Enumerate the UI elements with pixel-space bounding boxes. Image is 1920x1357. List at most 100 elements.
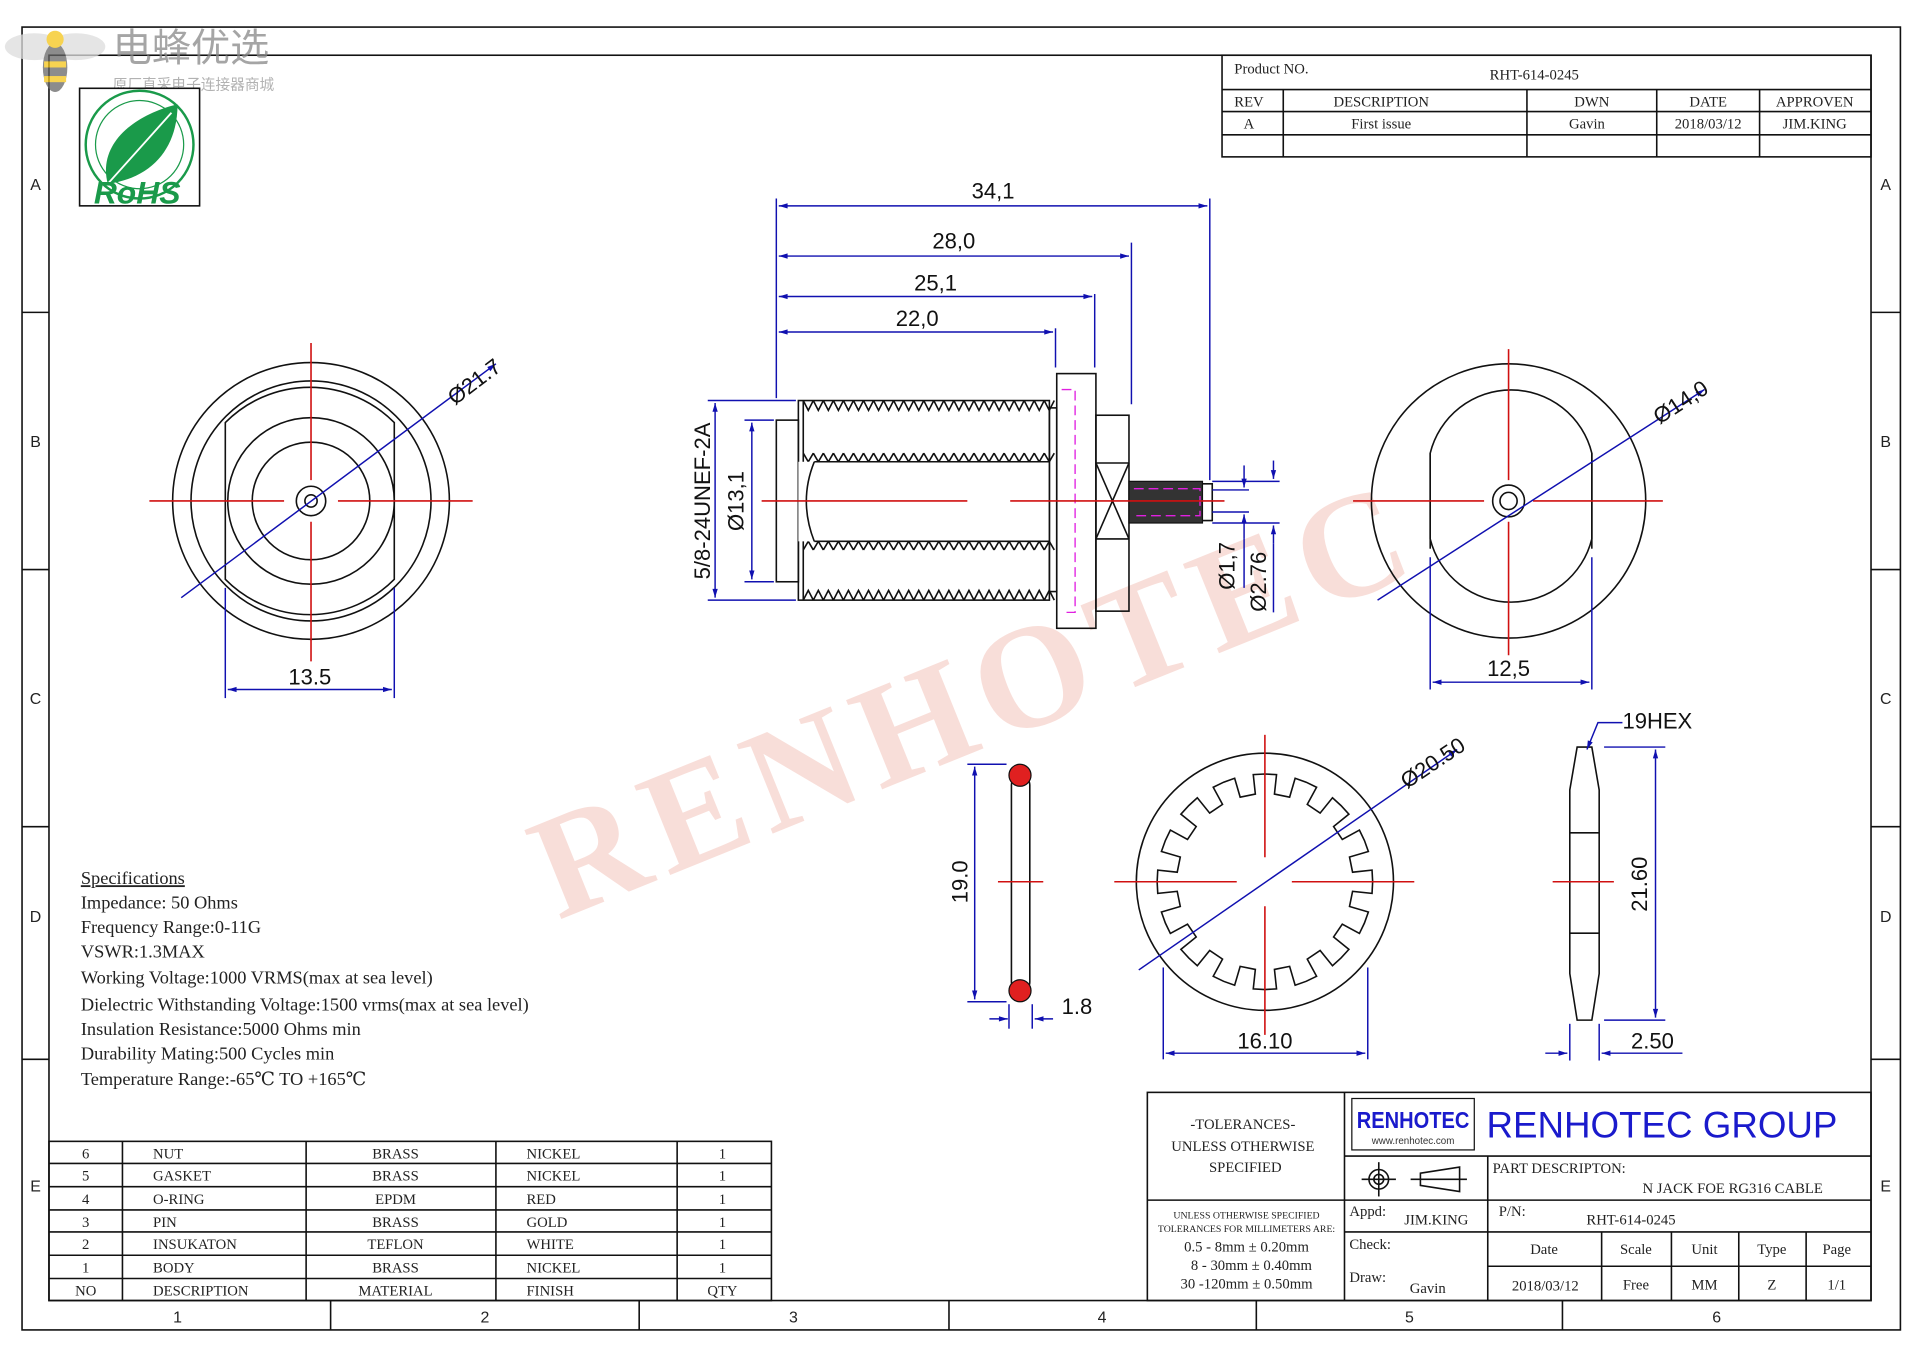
company-title-block: -TOLERANCES- UNLESS OTHERWISE SPECIFIED … — [1146, 1091, 1872, 1302]
bom-cell: BRASS — [372, 1169, 419, 1185]
zone-col: 1 — [173, 1310, 182, 1327]
bom-cell: GASKET — [153, 1169, 211, 1185]
meta-value-scale: Free — [1623, 1278, 1650, 1294]
bom-cell: WHITE — [527, 1237, 574, 1253]
rev-value: A — [1244, 117, 1255, 133]
front-view: Ø21.7 13.5 — [149, 342, 506, 699]
tolerance-note: UNLESS OTHERWISE SPECIFIED — [1173, 1210, 1319, 1221]
oring-height-label: 19.0 — [947, 860, 972, 903]
projection-symbol-icon — [1361, 1162, 1467, 1197]
meta-value-date: 2018/03/12 — [1512, 1279, 1579, 1295]
bom-cell: RED — [527, 1192, 557, 1208]
bom-header-cell: MATERIAL — [358, 1284, 432, 1300]
approven-header: APPROVEN — [1776, 95, 1854, 111]
tolerances-line3: SPECIFIED — [1209, 1160, 1282, 1176]
draw-label: Draw: — [1349, 1270, 1386, 1286]
oring-width-label: 1.8 — [1062, 994, 1093, 1019]
meta-header-type: Type — [1757, 1242, 1787, 1258]
bom-cell: TEFLON — [367, 1237, 424, 1253]
part-desc-label: PART DESCRIPTON: — [1493, 1161, 1626, 1177]
pin-dia-label: Ø1,7 — [1214, 542, 1239, 590]
length-28-label: 28,0 — [932, 229, 975, 254]
zone-row-right: A — [1880, 177, 1891, 194]
spec-line: VSWR:1.3MAX — [81, 942, 205, 962]
product-no: RHT-614-0245 — [1490, 68, 1579, 84]
bom-cell: 1 — [719, 1169, 726, 1185]
zone-col: 6 — [1712, 1310, 1721, 1327]
zone-row-right: D — [1880, 909, 1892, 926]
bom-cell: BRASS — [372, 1260, 419, 1276]
spec-line: Dielectric Withstanding Voltage:1500 vrm… — [81, 994, 529, 1015]
length-22-label: 22,0 — [896, 306, 939, 331]
revision-block: Product NO. RHT-614-0245 REV DESCRIPTION… — [1221, 54, 1872, 158]
bom-cell: BRASS — [372, 1147, 419, 1163]
zone-col: 4 — [1098, 1310, 1107, 1327]
spec-line: Frequency Range:0-11G — [81, 917, 261, 937]
approven-value: JIM.KING — [1783, 117, 1847, 133]
washer-view: Ø20.50 16.10 — [1114, 732, 1470, 1060]
dwn-value: Gavin — [1569, 117, 1606, 133]
front-dia-label: Ø21.7 — [443, 354, 506, 410]
rev-header: REV — [1234, 95, 1264, 111]
meta-value-page: 1/1 — [1827, 1278, 1846, 1294]
washer-width-label: 16.10 — [1237, 1028, 1292, 1053]
bom-header-cell: QTY — [707, 1284, 738, 1300]
bom-cell: 1 — [719, 1215, 726, 1231]
leaf-icon — [105, 104, 178, 184]
meta-header-page: Page — [1822, 1242, 1851, 1258]
bom-cell: EPDM — [375, 1192, 416, 1208]
zone-labels: A B C D E A B C D E 1 2 3 4 5 6 — [30, 177, 1892, 1327]
bom-cell: GOLD — [527, 1215, 568, 1231]
dia-276-label: Ø2.76 — [1246, 552, 1271, 612]
pn-value: RHT-614-0245 — [1586, 1213, 1675, 1229]
zone-row-left: C — [30, 691, 41, 708]
check-label: Check: — [1349, 1237, 1391, 1253]
bom-header-cell: DESCRIPTION — [153, 1284, 249, 1300]
front-width-label: 13.5 — [288, 665, 331, 690]
length-34-label: 34,1 — [972, 179, 1015, 204]
bom-cell: 1 — [719, 1147, 726, 1163]
rear-view: Ø14,0 12,5 — [1353, 349, 1713, 690]
tolerances-line2: UNLESS OTHERWISE — [1171, 1139, 1314, 1155]
bom-cell: BODY — [153, 1260, 195, 1276]
svg-text:www.renhotec.com: www.renhotec.com — [1371, 1136, 1455, 1147]
tolerance-line: 0.5 - 8mm ± 0.20mm — [1184, 1240, 1309, 1256]
tolerance-line: 8 - 30mm ± 0.40mm — [1191, 1258, 1313, 1274]
washer-dia-label: Ø20.50 — [1396, 732, 1470, 793]
bom-cell: 1 — [719, 1260, 726, 1276]
bom-cell: 1 — [719, 1192, 726, 1208]
meta-value-type: Z — [1767, 1278, 1776, 1294]
bom-cell: 3 — [82, 1215, 89, 1231]
bom-cell: PIN — [153, 1215, 177, 1231]
zone-row-left: B — [30, 434, 41, 451]
site-brand: 电蜂优选 — [113, 27, 270, 70]
zone-row-right: C — [1880, 691, 1892, 708]
pn-label: P/N: — [1499, 1204, 1526, 1220]
crimp-ferrule-knurl — [1128, 480, 1204, 524]
date-value: 2018/03/12 — [1675, 117, 1742, 133]
description-header: DESCRIPTION — [1333, 95, 1429, 111]
bom-cell: O-RING — [153, 1192, 205, 1208]
zone-col: 5 — [1405, 1310, 1414, 1327]
rohs-logo: RoHS — [78, 87, 201, 210]
bom-header-cell: NO — [75, 1284, 96, 1300]
drawing-frame — [21, 26, 1902, 1331]
bom-cell: NICKEL — [527, 1169, 581, 1185]
rear-width-label: 12,5 — [1487, 656, 1530, 681]
site-watermark: 电蜂优选 原厂直采电子连接器商城 — [4, 27, 275, 94]
renhotec-logo: RENHOTEC www.renhotec.com — [1351, 1097, 1475, 1151]
product-no-label: Product NO. — [1234, 62, 1308, 78]
bom-cell: 1 — [719, 1237, 726, 1253]
side-view: 34,1 28,0 25,1 22,0 5/8-24UNEF-2A Ø13,1 … — [690, 179, 1280, 630]
bom-cell: 6 — [82, 1147, 89, 1163]
specifications: Specifications Impedance: 50 Ohms Freque… — [81, 868, 529, 1089]
nut-hex-label: 19HEX — [1622, 709, 1692, 734]
rear-dia-label: Ø14,0 — [1649, 375, 1713, 429]
appd-value: JIM.KING — [1404, 1213, 1468, 1229]
meta-header-date: Date — [1530, 1242, 1558, 1258]
o-ring-view: 19.0 1.8 — [947, 763, 1093, 1029]
bom-cell: 1 — [82, 1260, 89, 1276]
nut-view: 19HEX 21.60 2.50 — [1545, 709, 1693, 1061]
spec-line: Working Voltage:1000 VRMS(max at sea lev… — [81, 967, 433, 988]
